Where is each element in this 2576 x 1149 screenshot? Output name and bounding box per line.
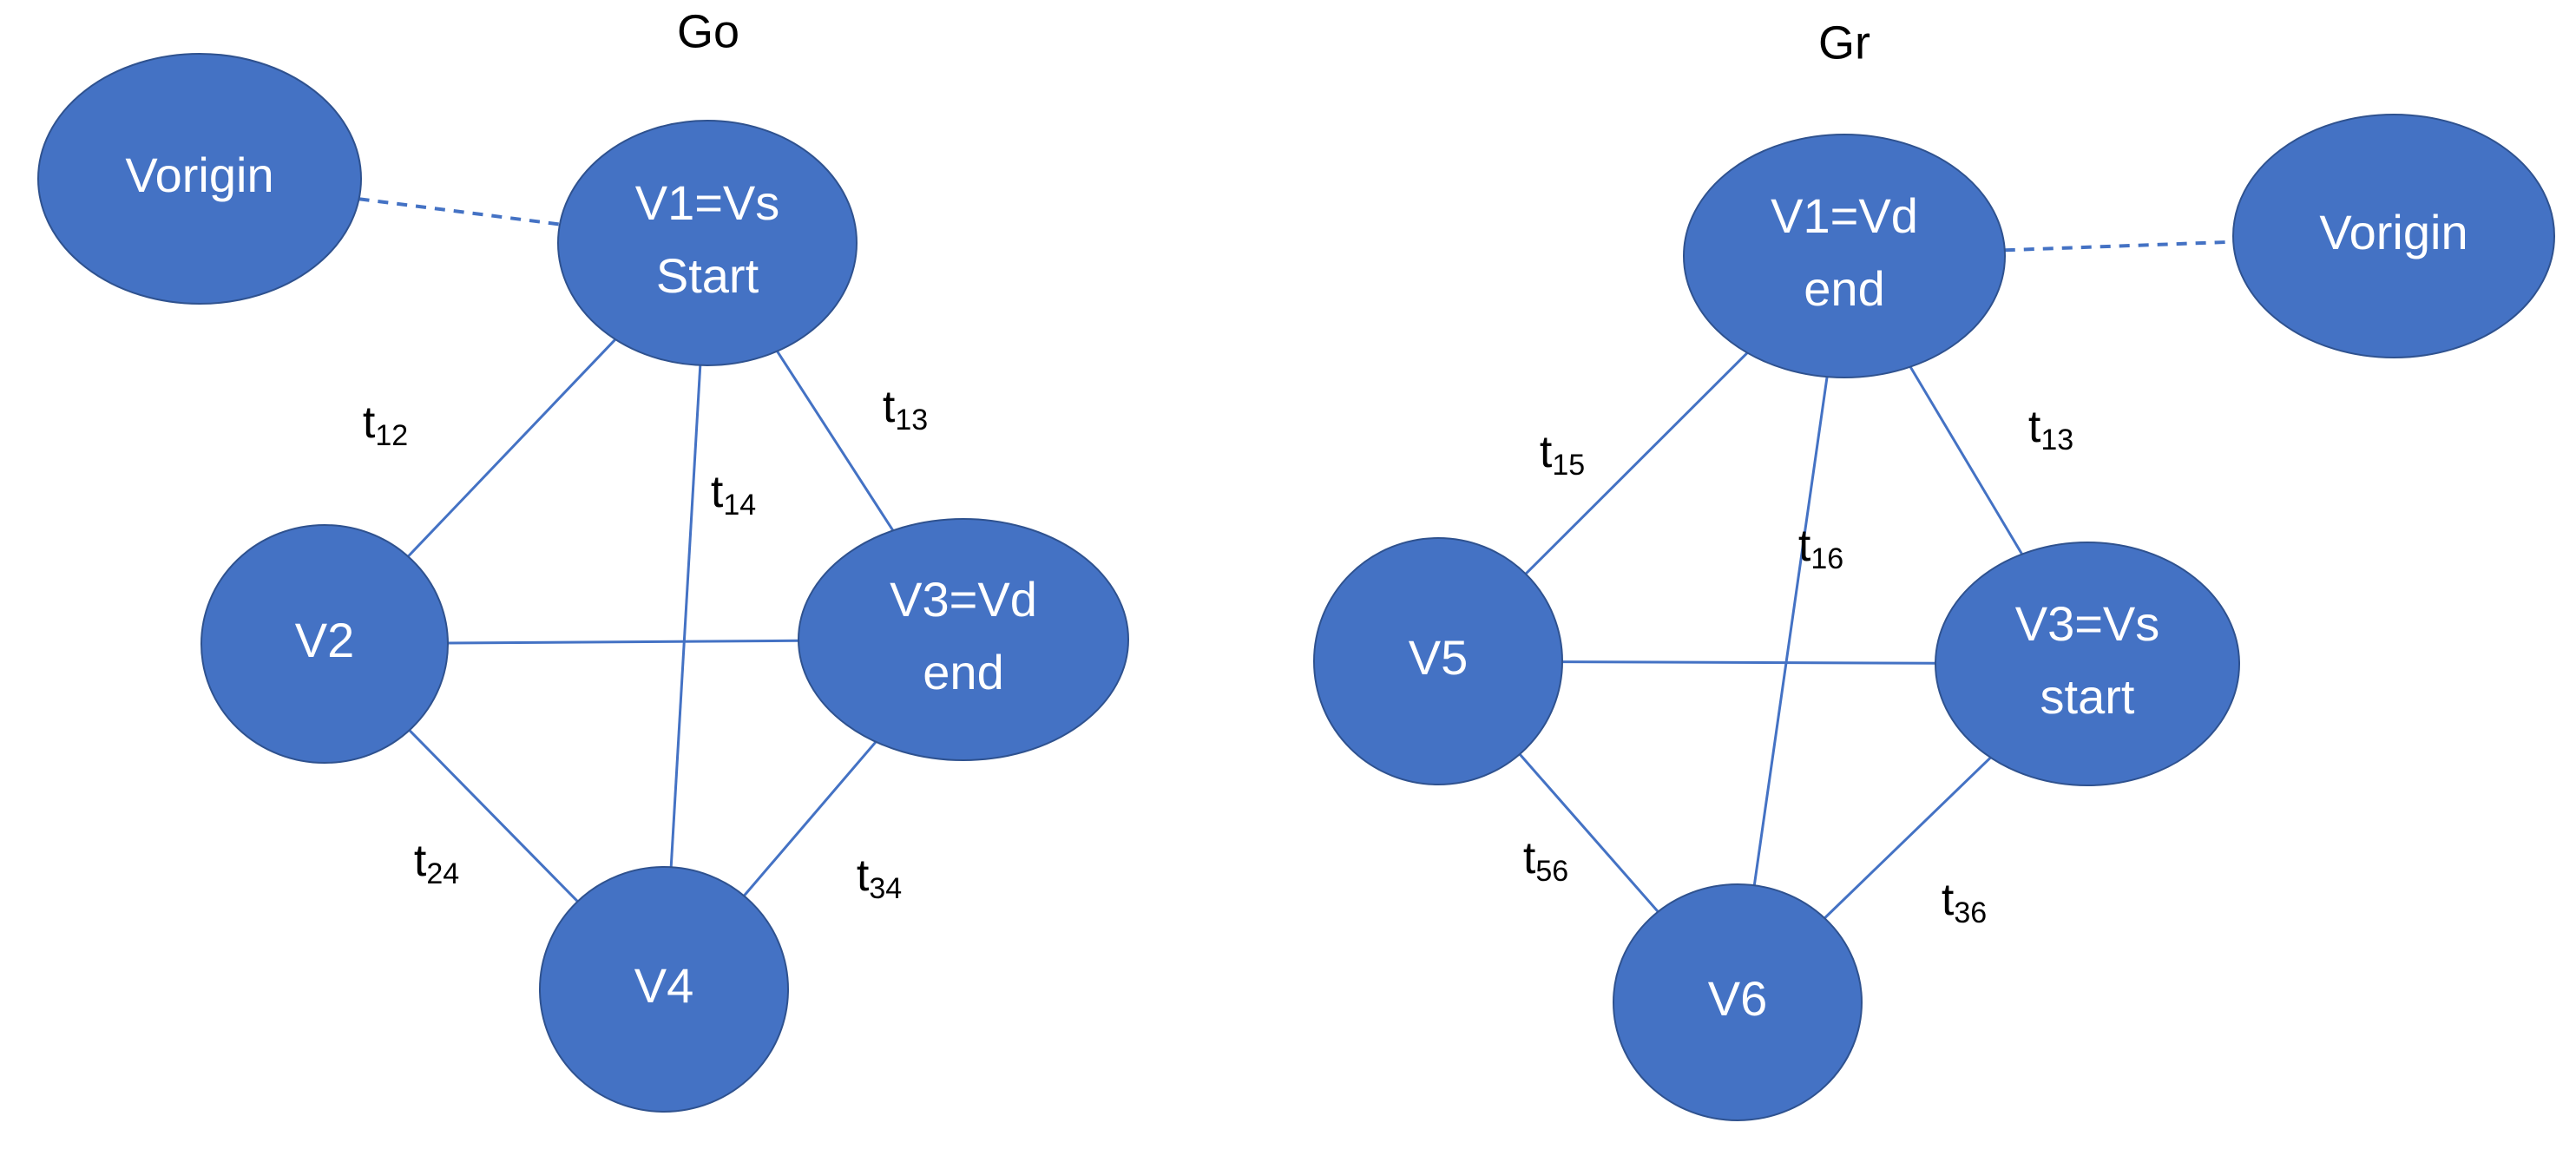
- edge-label-subscript: 13: [895, 404, 928, 437]
- edge-label-subscript: 12: [375, 419, 408, 452]
- node-label-vorigin_right: Vorigin: [2319, 205, 2468, 259]
- edge-label-subscript: 13: [2040, 423, 2073, 456]
- graph-edge-e_53: [1561, 660, 1936, 665]
- node-label-v1_right: end: [1804, 261, 1884, 316]
- edges-layer: [358, 197, 2234, 920]
- node-shape-vorigin_right: [2232, 114, 2555, 358]
- graph-titles-layer: Go Gr: [677, 5, 1870, 69]
- edge-label-e_56: t56: [1523, 833, 1568, 888]
- node-label-v3_right: V3=Vs: [2015, 596, 2160, 651]
- edge-label-base: t: [1540, 427, 1553, 477]
- node-label-v3_left: V3=Vd: [890, 572, 1037, 627]
- node-shape-v4: [539, 866, 789, 1113]
- edge-label-base: t: [857, 850, 870, 901]
- graph-node-vorigin_right[interactable]: Vorigin: [2232, 114, 2555, 358]
- node-label-v1_right: V1=Vd: [1771, 188, 1918, 243]
- graph-edge-e_16: [1752, 376, 1829, 886]
- node-label-v2: V2: [295, 613, 355, 667]
- graph-node-v3_right[interactable]: V3=Vs start: [1935, 542, 2240, 786]
- edge-label-subscript: 14: [723, 489, 756, 522]
- edge-label-e_14: t14: [711, 467, 756, 522]
- edge-label-e_16: t16: [1798, 521, 1843, 575]
- graph-title-Go: Go: [677, 5, 739, 57]
- edge-label-base: t: [883, 382, 896, 432]
- graph-node-v4[interactable]: V4: [539, 866, 789, 1113]
- edge-label-base: t: [1523, 833, 1536, 883]
- node-shape-v3_left: [798, 518, 1129, 761]
- edge-label-e_13r: t13: [2028, 402, 2073, 456]
- graph-edge-e_origin_v1r: [2004, 240, 2234, 253]
- edge-label-subscript: 56: [1535, 855, 1568, 888]
- graph-node-v1_right[interactable]: V1=Vd end: [1683, 134, 2006, 378]
- edge-label-e_34: t34: [857, 850, 902, 905]
- graph-edge-e_34: [743, 740, 877, 897]
- graph-edge-e_24: [408, 729, 579, 903]
- node-label-v3_left: end: [923, 645, 1003, 699]
- graph-edge-e_origin_v1: [358, 197, 561, 227]
- edge-label-subscript: 34: [869, 872, 902, 905]
- node-shape-vorigin_left: [37, 53, 362, 305]
- graph-title-Gr: Gr: [1818, 16, 1870, 69]
- edge-label-base: t: [1798, 521, 1811, 571]
- node-label-v1_left: V1=Vs: [635, 175, 780, 230]
- edge-label-e_12: t12: [363, 397, 408, 452]
- edge-label-e_13: t13: [883, 382, 928, 437]
- node-label-vorigin_left: Vorigin: [125, 148, 273, 202]
- edge-label-base: t: [1942, 875, 1955, 925]
- graph-edge-e_36: [1824, 756, 1992, 920]
- edge-label-e_15: t15: [1540, 427, 1585, 482]
- edge-label-base: t: [414, 836, 427, 886]
- node-shape-v2: [200, 524, 449, 764]
- node-shape-v3_right: [1935, 542, 2240, 786]
- node-shape-v1_left: [557, 120, 858, 366]
- edge-label-e_24: t24: [414, 836, 459, 890]
- graph-node-v6[interactable]: V6: [1613, 883, 1863, 1121]
- node-label-v6: V6: [1708, 971, 1768, 1026]
- graph-node-v3_left[interactable]: V3=Vd end: [798, 518, 1129, 761]
- edge-label-subscript: 15: [1552, 449, 1585, 482]
- edge-label-base: t: [711, 467, 724, 517]
- graph-edge-e_14: [669, 364, 702, 868]
- graph-edge-e_23: [447, 639, 799, 645]
- graph-edge-e_12: [407, 338, 617, 558]
- node-label-v1_left: Start: [656, 248, 759, 303]
- nodes-layer: VoriginV1=VsStartV2V3=VdendV4V1=VdendVor…: [37, 53, 2555, 1121]
- graph-node-v2[interactable]: V2: [200, 524, 449, 764]
- edge-label-base: t: [363, 397, 376, 448]
- graph-edge-e_56: [1518, 753, 1659, 913]
- node-label-v4: V4: [634, 958, 694, 1013]
- node-shape-v6: [1613, 883, 1863, 1121]
- node-shape-v1_right: [1683, 134, 2006, 378]
- edge-label-subscript: 24: [426, 857, 459, 890]
- edge-label-e_36: t36: [1942, 875, 1987, 929]
- node-shape-v5: [1313, 537, 1563, 785]
- graph-edge-e_15: [1524, 351, 1749, 575]
- edge-label-subscript: 36: [1954, 896, 1987, 929]
- graph-edge-e_13r: [1909, 365, 2023, 555]
- edge-label-subscript: 16: [1810, 542, 1843, 575]
- edge-label-base: t: [2028, 402, 2041, 452]
- graph-node-v5[interactable]: V5: [1313, 537, 1563, 785]
- graph-edge-e_13: [776, 350, 895, 532]
- node-label-v5: V5: [1409, 630, 1469, 685]
- graph-node-vorigin_left[interactable]: Vorigin: [37, 53, 362, 305]
- node-label-v3_right: start: [2040, 669, 2135, 724]
